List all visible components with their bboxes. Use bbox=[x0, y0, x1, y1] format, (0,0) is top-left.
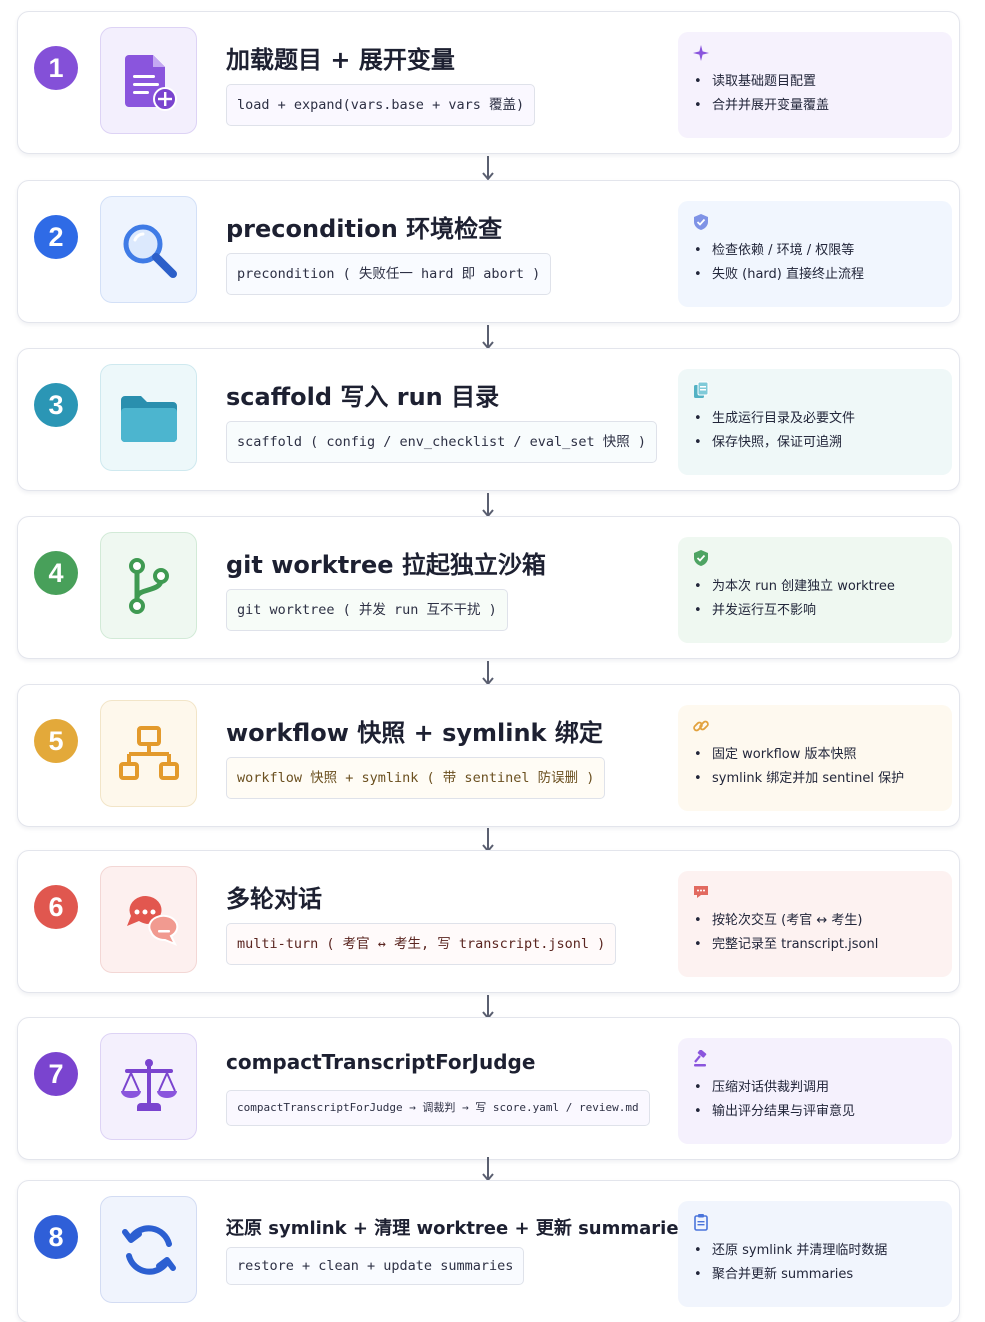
note-item: 失败 (hard) 直接终止流程 bbox=[692, 263, 938, 287]
chat-bubbles-icon bbox=[100, 866, 197, 973]
step-note: 检查依赖 / 环境 / 权限等 失败 (hard) 直接终止流程 bbox=[678, 201, 952, 307]
step-number: 2 bbox=[34, 215, 78, 259]
step-title: 还原 symlink + 清理 worktree + 更新 summaries bbox=[226, 1218, 690, 1239]
step-card: 3 scaffold 写入 run 目录 scaffold ( config /… bbox=[17, 348, 960, 491]
step-title: compactTranscriptForJudge bbox=[226, 1050, 536, 1074]
step-number: 8 bbox=[34, 1215, 78, 1259]
step-note: 为本次 run 创建独立 worktree 并发运行互不影响 bbox=[678, 537, 952, 643]
step-card: 1 加载题目 + 展开变量 load + expand(vars.base + … bbox=[17, 11, 960, 154]
chat-icon bbox=[694, 886, 708, 898]
step-note: 生成运行目录及必要文件 保存快照，保证可追溯 bbox=[678, 369, 952, 475]
step-number: 6 bbox=[34, 885, 78, 929]
step-card: 8 还原 symlink + 清理 worktree + 更新 summarie… bbox=[17, 1180, 960, 1322]
note-item: 输出评分结果与评审意见 bbox=[692, 1100, 938, 1124]
step-number: 5 bbox=[34, 719, 78, 763]
down-arrow-icon bbox=[482, 493, 494, 518]
note-item: 读取基础题目配置 bbox=[692, 70, 938, 94]
file-copy-icon bbox=[694, 381, 709, 398]
step-card: 5 workflow 快照 + symlink 绑定 workflow 快照 +… bbox=[17, 684, 960, 827]
git-branch-icon bbox=[100, 532, 197, 639]
step-number: 3 bbox=[34, 383, 78, 427]
step-note: 读取基础题目配置 合并并展开变量覆盖 bbox=[678, 32, 952, 138]
sparkle-icon bbox=[693, 45, 709, 61]
shield-icon bbox=[694, 214, 708, 230]
note-item: 并发运行互不影响 bbox=[692, 599, 938, 623]
step-note: 压缩对话供裁判调用 输出评分结果与评审意见 bbox=[678, 1038, 952, 1144]
hierarchy-icon bbox=[100, 700, 197, 807]
note-item: symlink 绑定并加 sentinel 保护 bbox=[692, 767, 938, 791]
step-note: 固定 workflow 版本快照 symlink 绑定并加 sentinel 保… bbox=[678, 705, 952, 811]
note-item: 聚合并更新 summaries bbox=[692, 1263, 938, 1287]
clipboard-icon bbox=[694, 1214, 708, 1231]
step-code: multi-turn ( 考官 ↔ 考生, 写 transcript.jsonl… bbox=[226, 923, 617, 965]
note-item: 固定 workflow 版本快照 bbox=[692, 743, 938, 767]
note-item: 保存快照，保证可追溯 bbox=[692, 431, 938, 455]
step-title: workflow 快照 + symlink 绑定 bbox=[226, 719, 603, 747]
step-code: load + expand(vars.base + vars 覆盖) bbox=[226, 84, 536, 126]
step-note: 还原 symlink 并清理临时数据 聚合并更新 summaries bbox=[678, 1201, 952, 1307]
note-item: 完整记录至 transcript.jsonl bbox=[692, 933, 938, 957]
step-card: 7 compactTranscriptForJudge compactTrans… bbox=[17, 1017, 960, 1160]
folder-icon bbox=[100, 364, 197, 471]
step-card: 6 多轮对话 multi-turn ( 考官 ↔ 考生, 写 transcrip… bbox=[17, 850, 960, 993]
note-item: 生成运行目录及必要文件 bbox=[692, 407, 938, 431]
step-code: workflow 快照 + symlink ( 带 sentinel 防误删 ) bbox=[226, 757, 606, 799]
note-item: 合并并展开变量覆盖 bbox=[692, 94, 938, 118]
step-title: 加载题目 + 展开变量 bbox=[226, 46, 455, 74]
step-code: compactTranscriptForJudge → 调裁判 → 写 scor… bbox=[226, 1090, 650, 1126]
down-arrow-icon bbox=[482, 156, 494, 181]
refresh-icon bbox=[100, 1196, 197, 1303]
scales-icon bbox=[100, 1033, 197, 1140]
link-icon bbox=[693, 720, 709, 732]
document-add-icon bbox=[100, 27, 197, 134]
magnifier-icon bbox=[100, 196, 197, 303]
note-item: 检查依赖 / 环境 / 权限等 bbox=[692, 239, 938, 263]
note-item: 还原 symlink 并清理临时数据 bbox=[692, 1239, 938, 1263]
note-item: 为本次 run 创建独立 worktree bbox=[692, 575, 938, 599]
shield-check-icon bbox=[694, 550, 708, 566]
step-number: 4 bbox=[34, 551, 78, 595]
step-card: 2 precondition 环境检查 precondition ( 失败任一 … bbox=[17, 180, 960, 323]
step-title: git worktree 拉起独立沙箱 bbox=[226, 551, 546, 579]
step-code: git worktree ( 并发 run 互不干扰 ) bbox=[226, 589, 508, 631]
down-arrow-icon bbox=[482, 661, 494, 686]
step-code: precondition ( 失败任一 hard 即 abort ) bbox=[226, 253, 552, 295]
down-arrow-icon bbox=[482, 1157, 494, 1182]
down-arrow-icon bbox=[482, 325, 494, 350]
step-title: 多轮对话 bbox=[226, 885, 322, 913]
step-number: 1 bbox=[34, 46, 78, 90]
step-title: precondition 环境检查 bbox=[226, 215, 503, 243]
step-code: restore + clean + update summaries bbox=[226, 1247, 525, 1285]
note-item: 按轮次交互 (考官 ↔ 考生) bbox=[692, 909, 938, 933]
step-note: 按轮次交互 (考官 ↔ 考生) 完整记录至 transcript.jsonl bbox=[678, 871, 952, 977]
note-item: 压缩对话供裁判调用 bbox=[692, 1076, 938, 1100]
step-code: scaffold ( config / env_checklist / eval… bbox=[226, 421, 658, 463]
gavel-icon bbox=[694, 1050, 707, 1067]
step-title: scaffold 写入 run 目录 bbox=[226, 383, 500, 411]
step-number: 7 bbox=[34, 1052, 78, 1096]
step-card: 4 git worktree 拉起独立沙箱 git worktree ( 并发 … bbox=[17, 516, 960, 659]
